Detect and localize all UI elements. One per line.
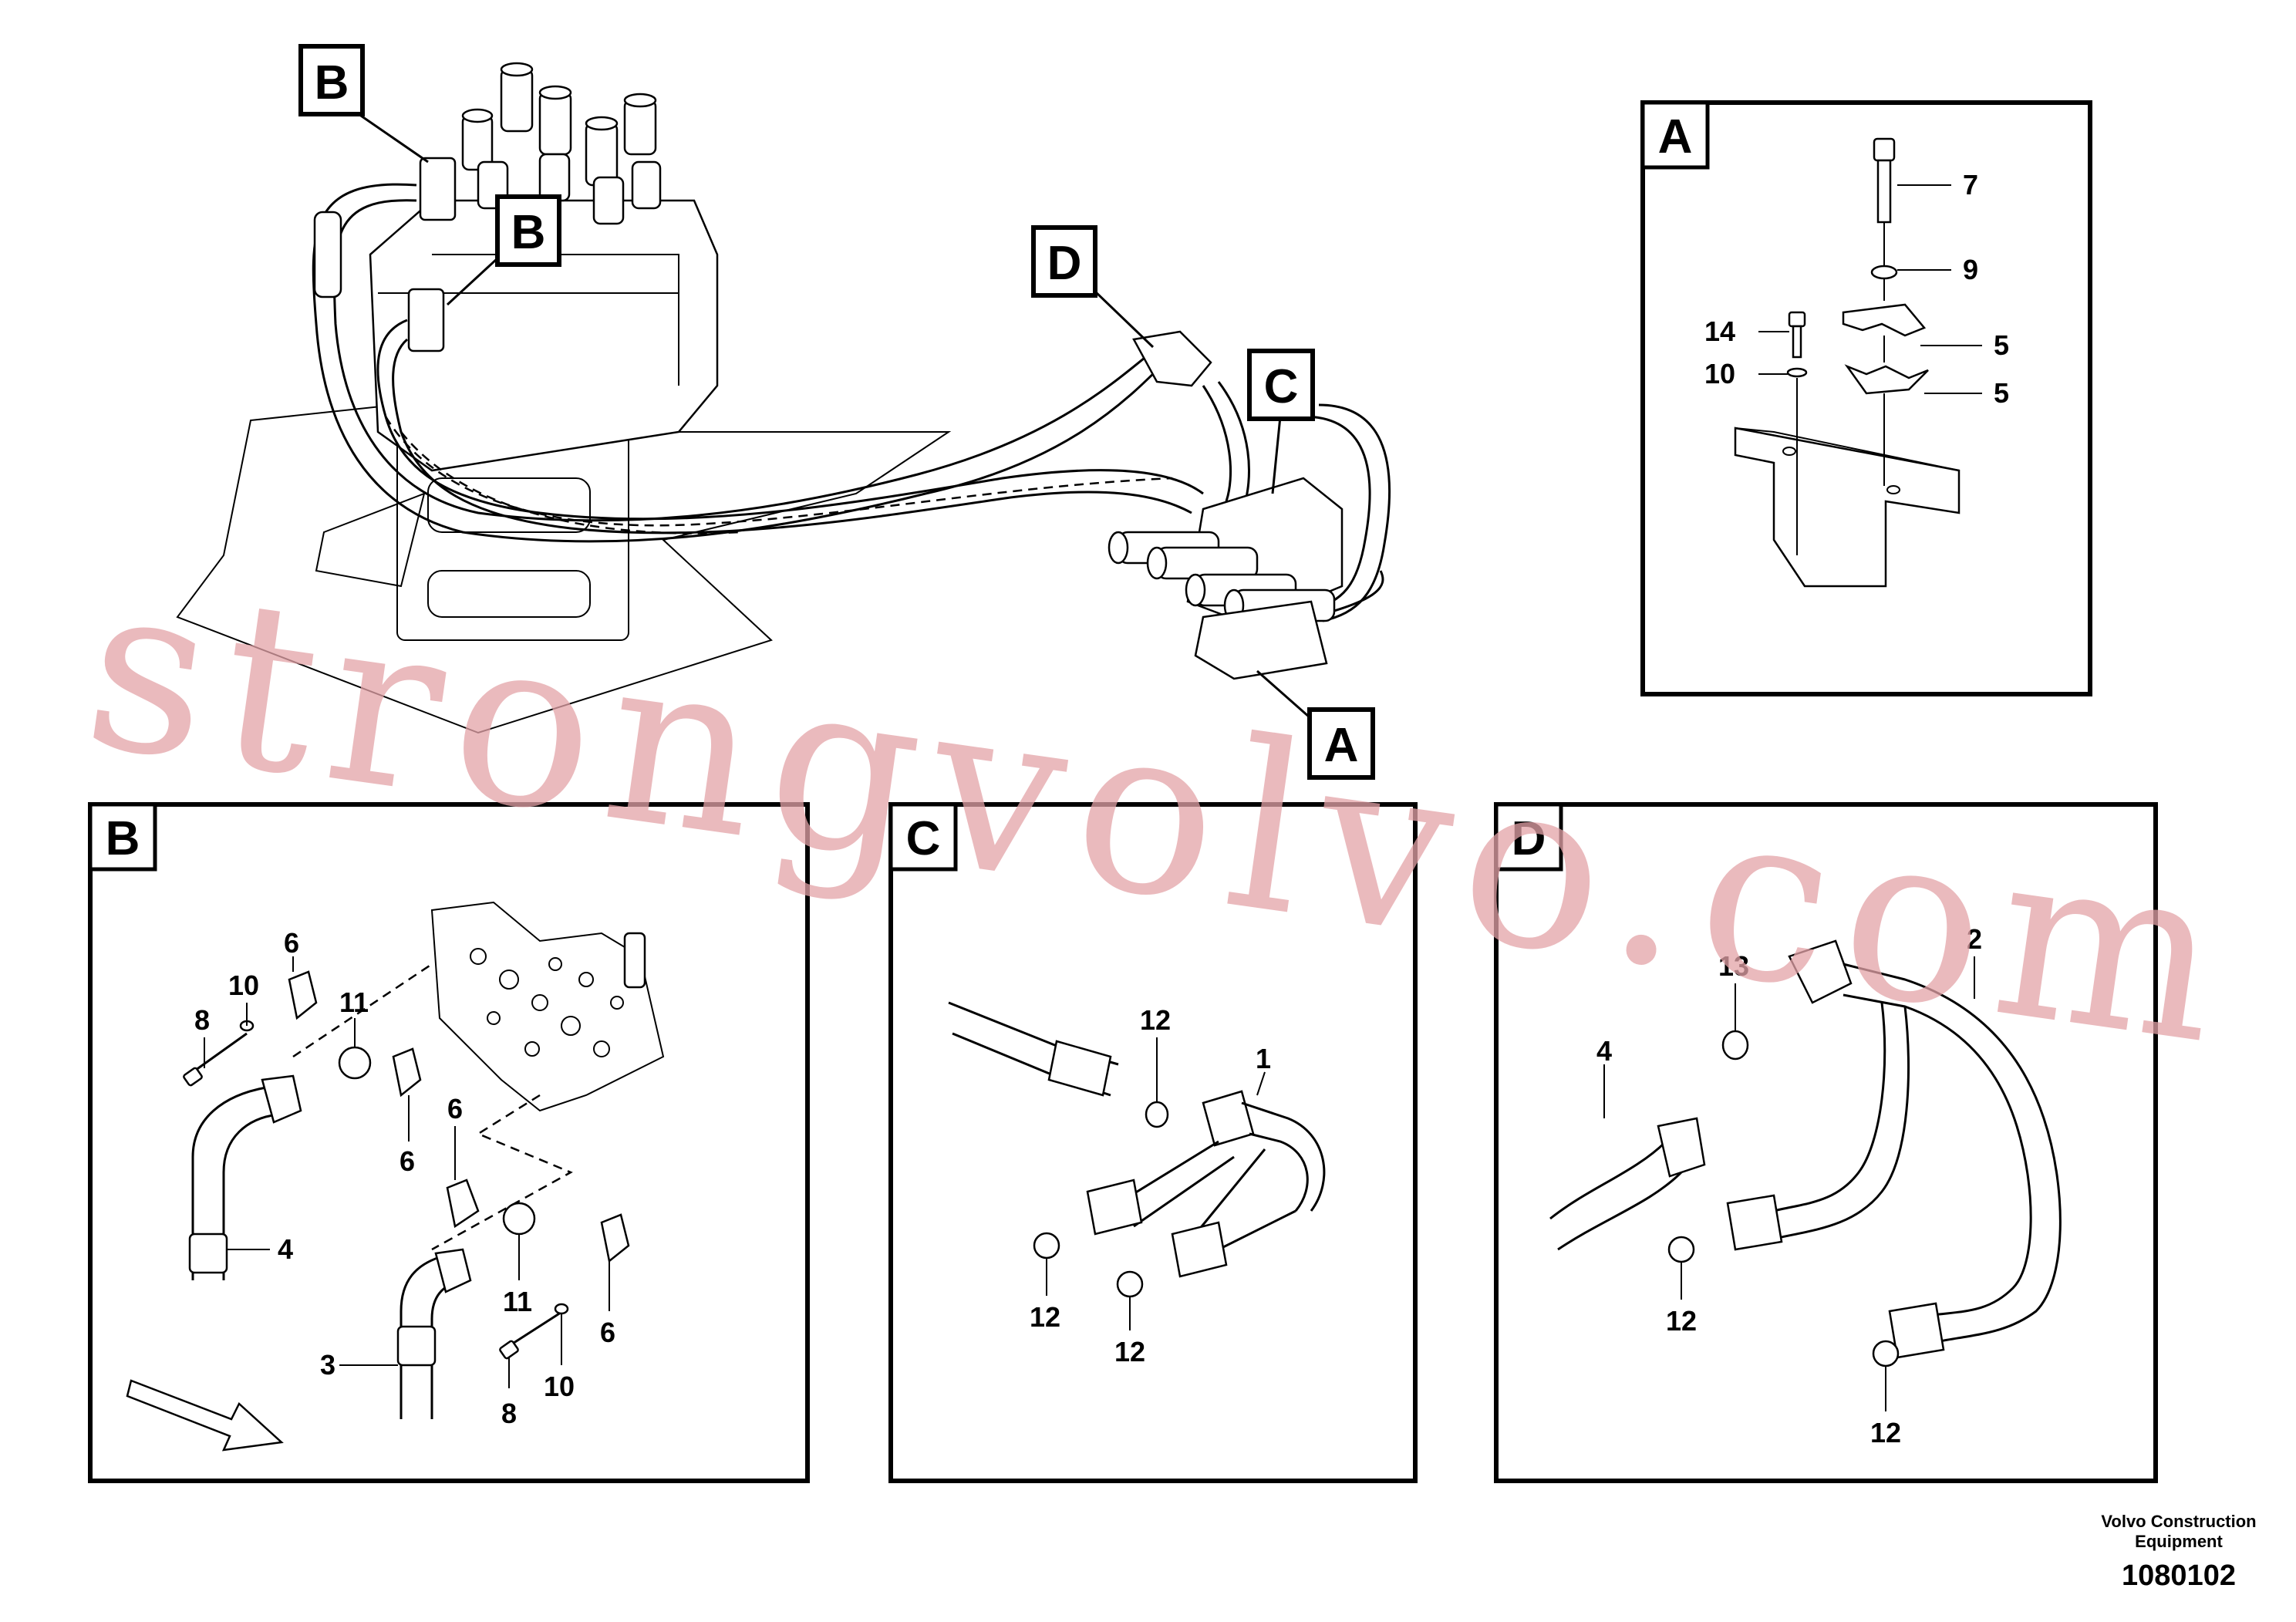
svg-text:13: 13	[1718, 950, 1749, 982]
svg-text:C: C	[1264, 360, 1299, 413]
svg-text:B: B	[511, 206, 546, 259]
panel-b: B	[88, 802, 810, 1483]
svg-text:12: 12	[1030, 1301, 1060, 1333]
svg-text:8: 8	[194, 1004, 210, 1036]
main-callout-b-top: B	[298, 44, 365, 116]
svg-text:10: 10	[544, 1371, 575, 1402]
svg-text:D: D	[1512, 812, 1546, 865]
svg-text:6: 6	[284, 927, 299, 959]
svg-text:8: 8	[501, 1398, 517, 1429]
panel-c: C 12 1 12 12	[888, 802, 1418, 1483]
svg-text:4: 4	[1596, 1035, 1612, 1067]
valve-ports	[470, 948, 624, 1057]
svg-text:A: A	[1658, 110, 1693, 164]
main-callout-d: D	[1031, 225, 1097, 298]
main-callout-b-mid: B	[495, 194, 561, 267]
manifold-assembly	[1108, 477, 1344, 680]
svg-text:1: 1	[1256, 1043, 1271, 1074]
drawing-number: 1080102	[2122, 1560, 2236, 1592]
main-overview-drawing	[176, 62, 1391, 734]
svg-text:D: D	[1047, 237, 1082, 290]
valve-spool-caps	[461, 62, 662, 225]
svg-text:4: 4	[278, 1233, 293, 1265]
svg-text:A: A	[1324, 719, 1359, 772]
svg-text:12: 12	[1870, 1417, 1901, 1448]
main-callout-a: A	[1307, 707, 1375, 780]
svg-text:12: 12	[1114, 1336, 1145, 1367]
svg-text:9: 9	[1963, 254, 1978, 285]
svg-text:6: 6	[447, 1093, 463, 1125]
svg-text:14: 14	[1704, 315, 1735, 347]
svg-text:3: 3	[320, 1349, 335, 1381]
svg-text:12: 12	[1666, 1305, 1697, 1337]
svg-text:B: B	[315, 56, 349, 110]
svg-text:12: 12	[1140, 1004, 1171, 1036]
svg-text:11: 11	[339, 986, 369, 1018]
company-name-line2: Equipment	[2135, 1532, 2223, 1551]
panel-d: D 13 2 4 12 12	[1494, 802, 2158, 1483]
footer: Volvo Construction Equipment 1080102	[2101, 1512, 2256, 1592]
main-callout-c: C	[1247, 349, 1315, 421]
svg-text:6: 6	[400, 1145, 415, 1177]
svg-text:B: B	[106, 812, 140, 865]
panel-a: A 7 9 14 10 5 5	[1640, 100, 2092, 696]
svg-text:5: 5	[1994, 329, 2009, 361]
svg-text:11: 11	[503, 1286, 532, 1317]
svg-text:6: 6	[600, 1317, 615, 1348]
svg-text:5: 5	[1994, 377, 2009, 409]
svg-text:2: 2	[1967, 923, 1982, 955]
main-callout-leaders	[358, 113, 1310, 719]
svg-text:C: C	[906, 812, 941, 865]
svg-text:7: 7	[1963, 169, 1978, 201]
company-name-line1: Volvo Construction	[2101, 1512, 2256, 1531]
svg-text:10: 10	[1704, 358, 1735, 389]
svg-text:10: 10	[228, 969, 259, 1001]
